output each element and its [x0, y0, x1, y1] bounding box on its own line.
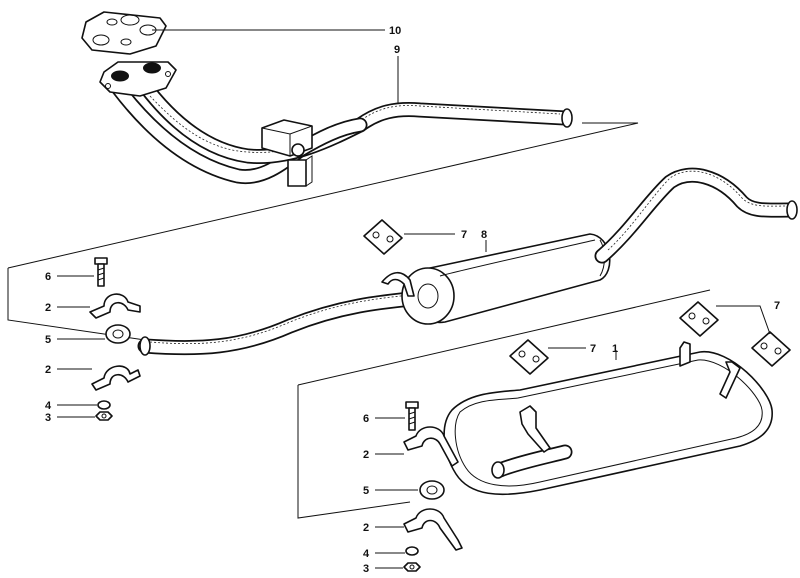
section-boundaries — [7, 122, 711, 519]
gasket — [81, 11, 167, 55]
callout-6: 6 — [45, 271, 51, 283]
callout-4: 4 — [45, 400, 52, 412]
rear-muffler — [443, 341, 773, 496]
callout-3: 3 — [45, 412, 51, 424]
clamp-half — [403, 426, 459, 467]
leader-lines — [57, 29, 771, 569]
callout-8: 8 — [481, 229, 487, 241]
callout-1: 1 — [612, 343, 618, 355]
clamp-half — [403, 508, 463, 551]
bolt — [94, 257, 108, 287]
callout-9: 9 — [394, 44, 400, 56]
callout-10: 10 — [389, 25, 401, 37]
clamp-half — [89, 293, 141, 319]
callout-3: 3 — [363, 563, 369, 575]
rubber-mount — [679, 301, 719, 337]
callout-7: 7 — [774, 300, 780, 312]
rubber-mount — [363, 219, 403, 255]
callout-7: 7 — [461, 229, 467, 241]
nut — [95, 411, 113, 421]
callout-7: 7 — [590, 343, 596, 355]
rubber-mount — [751, 331, 791, 367]
spring-washer — [97, 400, 111, 410]
middle-pipe-and-front-muffler — [137, 167, 798, 356]
callout-4: 4 — [363, 548, 370, 560]
nut — [403, 562, 421, 572]
washer — [419, 480, 445, 500]
callout-2: 2 — [45, 364, 51, 376]
callout-2: 2 — [45, 302, 51, 314]
rubber-mount — [509, 339, 549, 375]
callout-labels: 10 9 8 7 7 7 1 6 2 5 2 4 3 6 2 5 2 4 3 — [45, 25, 780, 575]
callout-5: 5 — [363, 485, 369, 497]
washer — [105, 324, 131, 344]
callout-5: 5 — [45, 334, 51, 346]
callout-6: 6 — [363, 413, 369, 425]
clamp-half — [91, 365, 141, 391]
front-pipe — [99, 61, 573, 187]
spring-washer — [405, 546, 419, 556]
bolt — [405, 401, 419, 431]
callout-2: 2 — [363, 449, 369, 461]
callout-2: 2 — [363, 522, 369, 534]
